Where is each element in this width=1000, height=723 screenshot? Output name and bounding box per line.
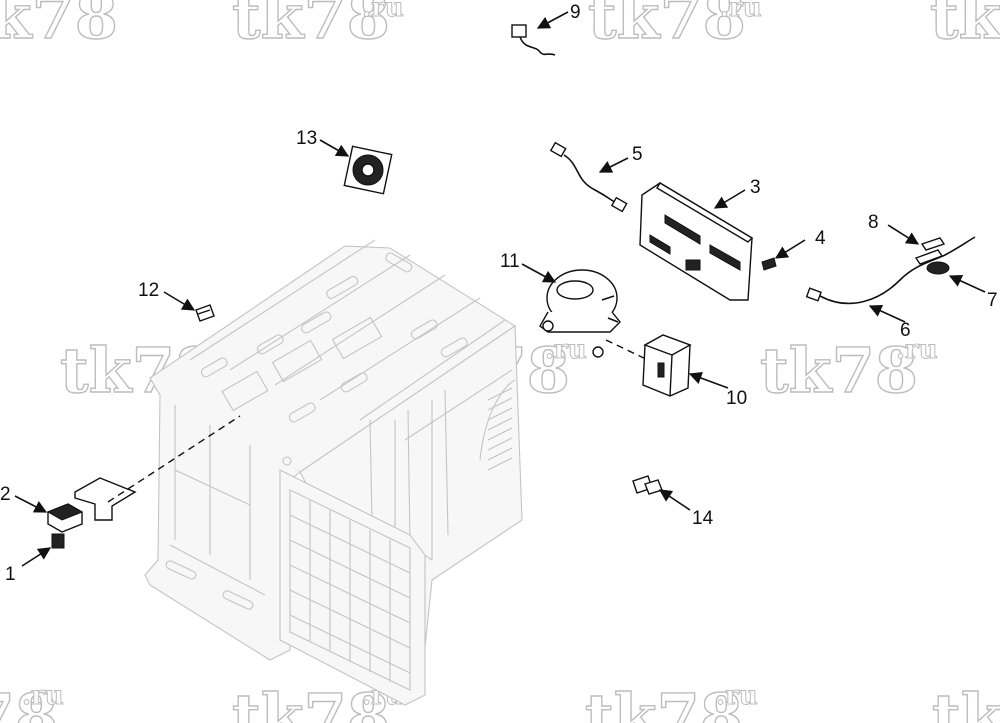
callout-5: 5 xyxy=(632,144,643,165)
callout-9: 9 xyxy=(570,2,581,23)
watermark-mid-right: tk78 .ru xyxy=(759,333,938,407)
svg-text:.ru: .ru xyxy=(22,681,64,711)
callout-12: 12 xyxy=(138,280,159,301)
svg-text:tk78: tk78 xyxy=(930,0,1000,53)
door-grid-panel xyxy=(279,469,426,706)
svg-text:tk78: tk78 xyxy=(760,334,918,407)
svg-text:.ru: .ru xyxy=(545,335,587,365)
svg-text:tk78: tk78 xyxy=(588,0,746,53)
svg-text:tk78: tk78 xyxy=(585,680,743,723)
svg-text:tk78: tk78 xyxy=(232,680,390,723)
watermark-top-2: tk78 .ru xyxy=(587,0,762,54)
cabinet-housing xyxy=(144,239,523,706)
switch-bracket xyxy=(74,477,137,521)
part-4-clip xyxy=(761,257,777,271)
assembly-line-compressor xyxy=(605,339,649,361)
watermark-bottom-left: tk78 .ru xyxy=(0,679,64,723)
part-6-7-8-thermostat-assembly xyxy=(805,236,976,305)
part-13-cooling-fan xyxy=(343,145,393,195)
svg-text:.ru: .ru xyxy=(362,0,404,23)
svg-text:tk78: tk78 xyxy=(0,0,118,53)
watermark-bottom-2: tk78 .ru xyxy=(584,679,758,723)
svg-text:tk78: tk78 xyxy=(0,680,58,723)
part-2-switch-module xyxy=(46,503,84,533)
part-10-relay-box xyxy=(642,334,692,397)
part-14-connector xyxy=(632,475,663,495)
callout-arrows xyxy=(14,11,986,567)
callout-11: 11 xyxy=(500,251,520,272)
part-12-connector xyxy=(195,304,215,322)
part-11-compressor xyxy=(539,269,621,358)
callout-6: 6 xyxy=(900,320,911,341)
callout-13: 13 xyxy=(296,128,317,149)
callout-2: 2 xyxy=(0,484,11,505)
watermark-top-right: tk78 xyxy=(929,0,1000,54)
part-9-wire-plug xyxy=(511,24,556,56)
callout-7: 7 xyxy=(987,290,998,311)
assembly-line-switch xyxy=(107,415,241,503)
callout-4: 4 xyxy=(815,228,826,249)
part-1-knob xyxy=(51,533,65,549)
svg-text:tk78: tk78 xyxy=(232,0,390,53)
watermark-bottom-right: tk78 xyxy=(931,679,1000,723)
part-5-wire-harness xyxy=(549,141,628,213)
watermark-top-left: tk78 xyxy=(0,0,119,54)
callout-1: 1 xyxy=(5,564,16,585)
watermark-top-1: tk78 .ru xyxy=(231,0,404,54)
side-vent-grille xyxy=(479,379,516,471)
watermark-bottom-1: tk78 .ru xyxy=(231,679,404,723)
callout-labels: 1 2 3 4 5 6 7 8 9 10 11 12 13 14 xyxy=(0,2,998,585)
svg-text:.ru: .ru xyxy=(896,335,938,365)
svg-text:.ru: .ru xyxy=(716,681,758,711)
svg-text:tk78: tk78 xyxy=(932,680,1000,723)
svg-text:.ru: .ru xyxy=(720,0,762,23)
callout-14: 14 xyxy=(692,508,714,529)
callout-10: 10 xyxy=(726,388,747,409)
callout-8: 8 xyxy=(868,212,879,233)
callout-3: 3 xyxy=(750,177,761,198)
part-3-control-board xyxy=(639,182,754,301)
